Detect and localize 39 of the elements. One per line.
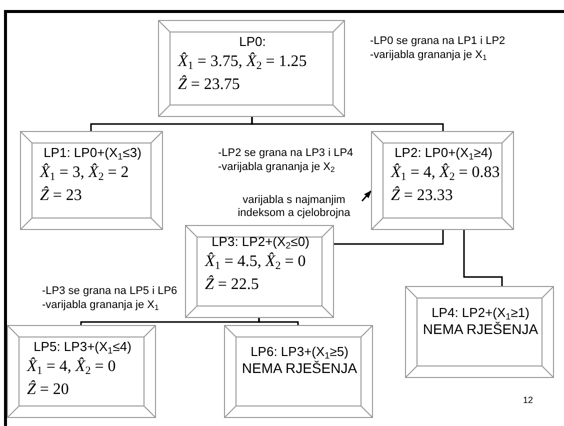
annotation-text: varijabla s najmanjim indeksom a cjelobrojna: [226, 194, 362, 222]
node-heading: LP2: LP0+(X$_{1}$≥4): [394, 144, 492, 161]
note-text: -varijabla grananja je X$_{2}$: [218, 160, 335, 174]
node-text: NEMA RJEŠENJA: [422, 321, 538, 338]
node-heading: LP5: LP3+(X$_{1}$≤4): [34, 338, 132, 355]
formula: Ẑ = 22.5: [204, 274, 259, 295]
formula: Ẑ = 23: [39, 185, 82, 206]
note-text: -LP2 se grana na LP3 i LP4: [218, 146, 354, 160]
node-heading: LP6: LP3+(X$_{1}$≥5): [250, 343, 348, 360]
note-text: -varijabla grananja je X$_{1}$: [42, 298, 159, 312]
formula: X̂$_{1}$ = 3, X̂$_{2}$ = 2: [38, 162, 129, 184]
formula: X̂$_{1}$ = 4, X̂$_{2}$ = 0: [26, 356, 116, 378]
formula: Ẑ = 23.75: [177, 74, 240, 95]
note-text: -LP3 se grana na LP5 i LP6: [42, 284, 178, 298]
node-heading: LP0:: [239, 33, 266, 50]
formula: X̂$_{1}$ = 3.75, X̂$_{2}$ = 1.25: [176, 51, 307, 73]
beveled-box: [405, 286, 554, 378]
node-heading: LP3: LP2+(X$_{2}$≤0): [212, 233, 310, 250]
connector-line: [361, 190, 372, 202]
beveled-box: [20, 131, 163, 230]
note-text: -varijabla grananja je X$_{1}$: [370, 48, 487, 62]
page-number: 12: [523, 394, 534, 407]
node-heading: LP1: LP0+(X$_{1}$≤3): [44, 144, 142, 161]
note-text: -LP0 se grana na LP1 i LP2: [370, 34, 506, 48]
connector-line: [251, 117, 444, 131]
formula: Ẑ = 20: [26, 379, 69, 400]
connector-line: [463, 230, 503, 286]
formula: X̂$_{1}$ = 4, X̂$_{2}$ = 0.83: [390, 162, 500, 184]
beveled-box: [371, 131, 514, 230]
beveled-box: [185, 225, 334, 318]
connector-line: [258, 318, 299, 325]
beveled-box: [7, 325, 156, 418]
node-text: NEMA RJEŠENJA: [242, 360, 358, 377]
beveled-box: [224, 325, 373, 418]
node-heading: LP4: LP2+(X$_{1}$≥1): [432, 304, 530, 321]
formula: X̂$_{1}$ = 4.5, X̂$_{2}$ = 0: [204, 251, 306, 273]
connector-line: [334, 230, 444, 245]
beveled-box: [158, 20, 345, 117]
formula: Ẑ = 23.33: [390, 185, 453, 206]
